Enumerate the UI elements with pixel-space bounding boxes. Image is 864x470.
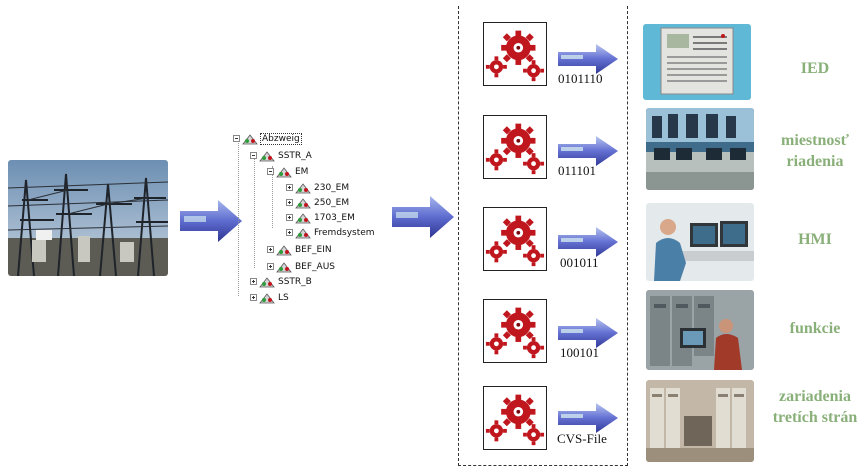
ied-photo	[643, 24, 751, 100]
folder-network-icon	[276, 244, 292, 255]
tree-label: 230_EM	[314, 182, 350, 193]
folder-network-icon	[259, 292, 275, 303]
small-arrow	[558, 318, 618, 348]
tree-label: SSTR_B	[278, 276, 312, 287]
tree-node-em[interactable]: EM	[267, 165, 309, 178]
output-code: 011101	[558, 163, 597, 178]
collapse-icon[interactable]	[233, 135, 240, 142]
tree-node-bef-aus[interactable]: BEF_AUS	[267, 260, 336, 273]
tree-label: 1703_EM	[314, 212, 355, 223]
hmi-photo	[646, 203, 754, 281]
gears-icon	[484, 300, 545, 361]
folder-network-icon	[259, 276, 275, 287]
small-arrow	[558, 227, 618, 257]
gear-box	[483, 386, 547, 450]
tree-node-em-child[interactable]: Fremdsystem	[286, 226, 376, 239]
output-code: 001011	[560, 255, 599, 270]
expand-icon[interactable]	[286, 229, 293, 236]
substation-photo	[8, 160, 168, 276]
tree-node-ls[interactable]: LS	[250, 291, 290, 304]
tree-label: EM	[295, 166, 309, 177]
output-code: 0101110	[558, 71, 603, 86]
folder-network-icon	[295, 212, 311, 223]
tree-node-sstr-b[interactable]: SSTR_B	[250, 275, 313, 288]
output-label: miestnosť riadenia	[781, 132, 849, 170]
folder-network-icon	[276, 261, 292, 272]
flow-arrow-1	[180, 200, 242, 242]
expand-icon[interactable]	[267, 246, 274, 253]
small-arrow	[558, 403, 618, 433]
tree-node-sstr-a[interactable]: SSTR_A	[250, 149, 313, 162]
gear-box	[483, 207, 547, 271]
output-label: IED	[800, 60, 830, 77]
tree-node-em-child[interactable]: 1703_EM	[286, 211, 356, 224]
flow-arrow-2	[392, 196, 454, 238]
expand-icon[interactable]	[267, 263, 274, 270]
output-code: 100101	[560, 345, 599, 360]
tree-node-abzweig[interactable]: Abzweig	[233, 132, 302, 145]
output-label: HMI	[798, 231, 832, 248]
gear-box	[483, 299, 547, 363]
control-room-photo	[646, 108, 754, 190]
tree-label: LS	[278, 292, 289, 303]
folder-network-icon	[259, 150, 275, 161]
folder-network-icon	[242, 133, 258, 144]
tree-label: BEF_EIN	[295, 244, 332, 255]
tree-label: Fremdsystem	[314, 227, 375, 238]
folder-network-icon	[295, 227, 311, 238]
tree-label: BEF_AUS	[295, 261, 335, 272]
expand-icon[interactable]	[286, 184, 293, 191]
tree-label: 250_EM	[314, 197, 350, 208]
gears-icon	[484, 387, 545, 448]
output-label: zariadenia tretích strán	[772, 388, 858, 426]
processing-box	[458, 6, 628, 466]
folder-network-icon	[276, 166, 292, 177]
output-label: funkcie	[789, 320, 841, 337]
tree-label: Abzweig	[260, 132, 302, 145]
gear-box	[483, 115, 547, 179]
output-code: CVS-File	[557, 431, 607, 446]
functions-photo	[646, 290, 754, 370]
gears-icon	[484, 208, 545, 269]
gears-icon	[484, 23, 545, 84]
tree-view: Abzweig SSTR_A EM 230_EM 250_EM 1703_EM …	[228, 128, 388, 308]
expand-icon[interactable]	[286, 214, 293, 221]
tree-node-em-child[interactable]: 250_EM	[286, 196, 350, 209]
collapse-icon[interactable]	[250, 152, 257, 159]
tree-label: SSTR_A	[278, 150, 312, 161]
expand-icon[interactable]	[250, 294, 257, 301]
folder-network-icon	[295, 197, 311, 208]
tree-node-bef-ein[interactable]: BEF_EIN	[267, 243, 333, 256]
gears-icon	[484, 116, 545, 177]
collapse-icon[interactable]	[267, 168, 274, 175]
gear-box	[483, 22, 547, 86]
expand-icon[interactable]	[250, 278, 257, 285]
expand-icon[interactable]	[286, 199, 293, 206]
tree-node-em-child[interactable]: 230_EM	[286, 181, 350, 194]
small-arrow	[558, 136, 618, 166]
small-arrow	[558, 44, 618, 74]
folder-network-icon	[295, 182, 311, 193]
third-party-photo	[646, 380, 754, 462]
